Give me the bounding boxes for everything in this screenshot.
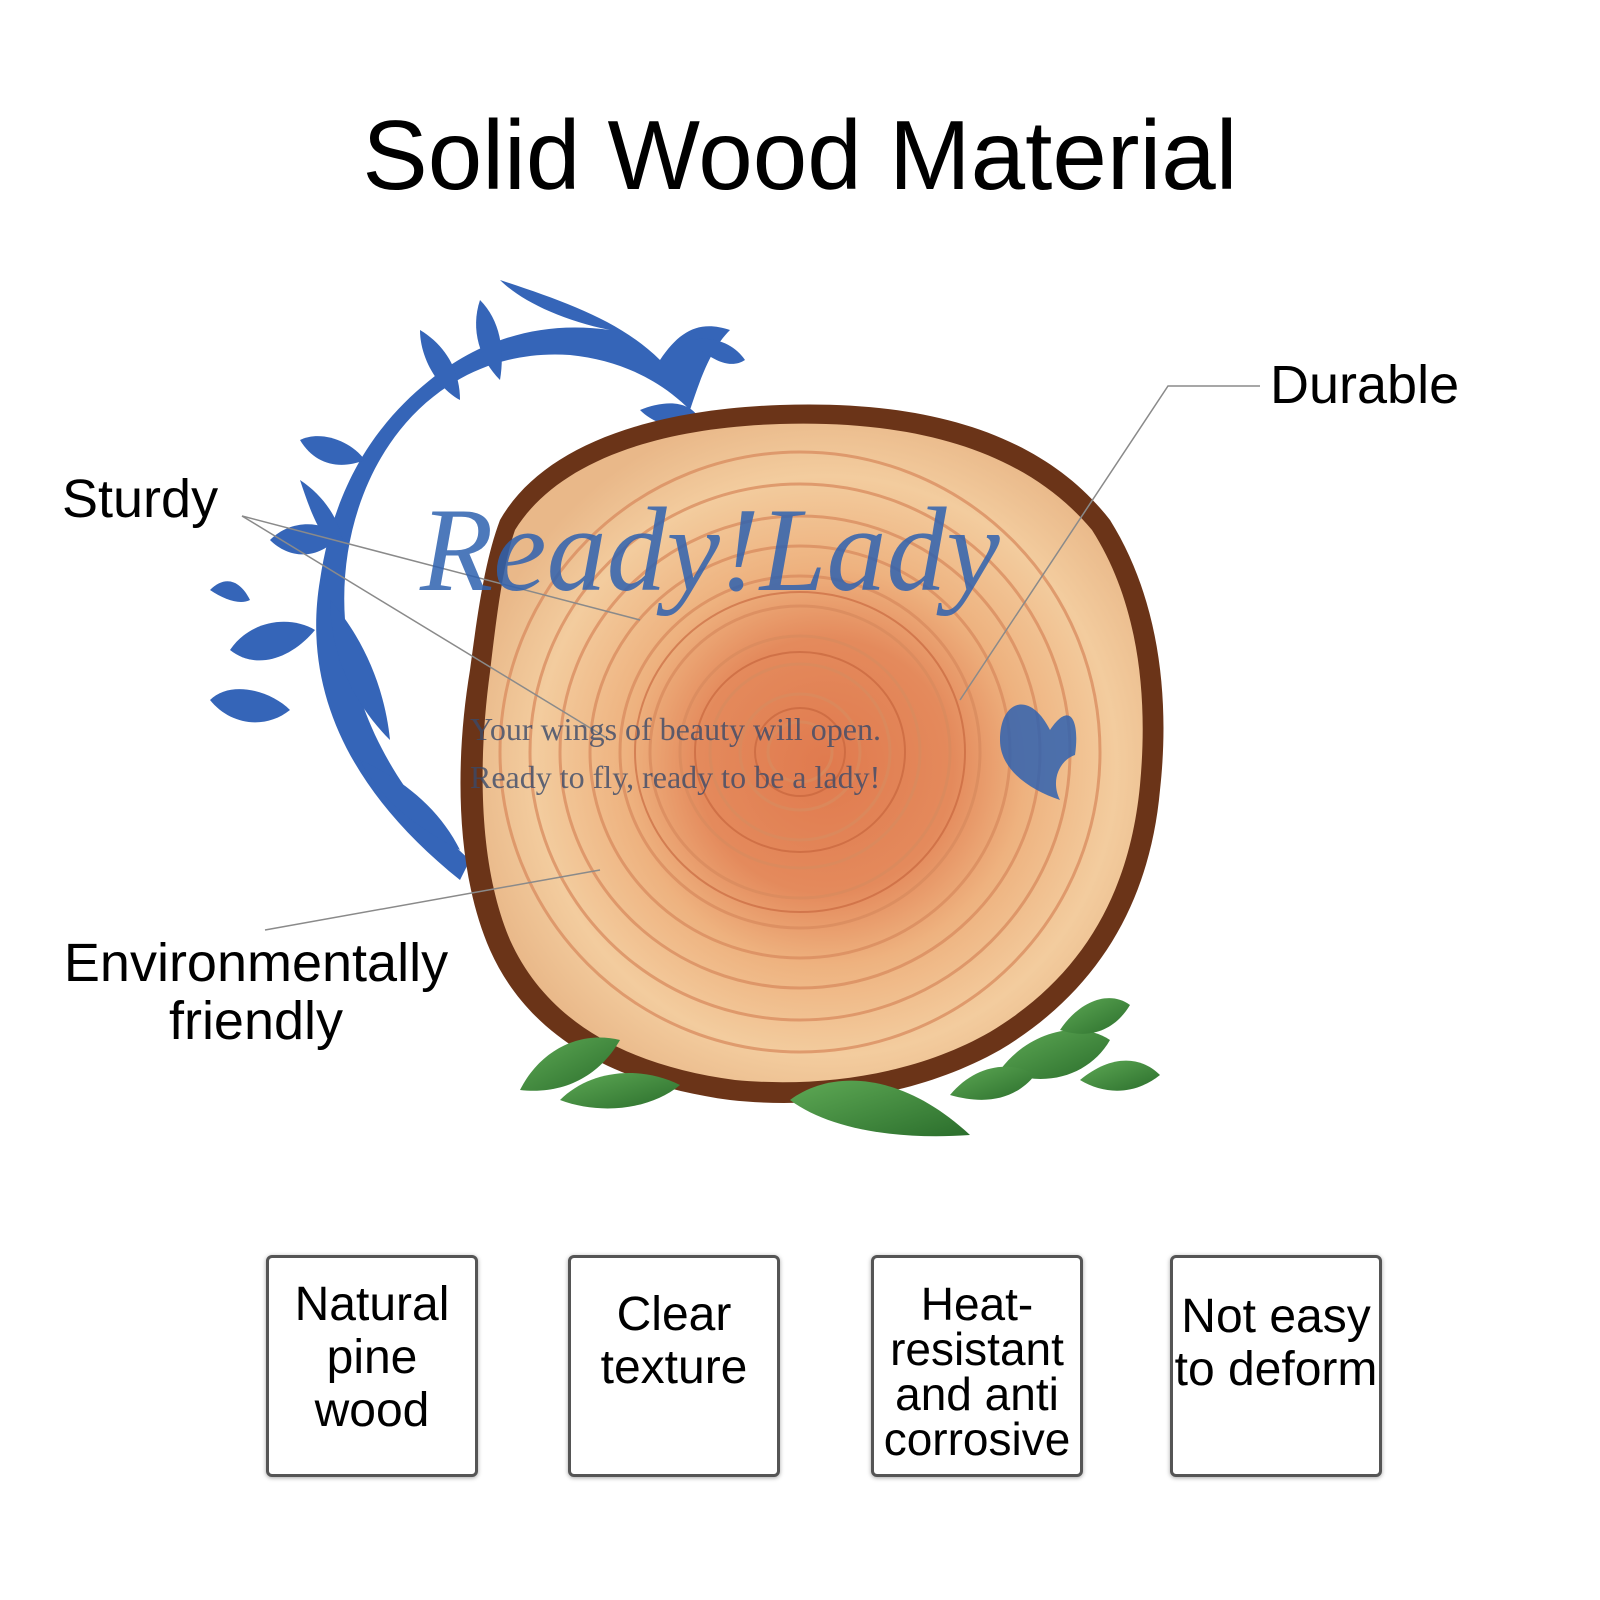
feature-line: Heat- <box>920 1278 1034 1330</box>
floral-vine-decoration <box>210 280 745 880</box>
callout-environment-line-1: Environmentally <box>63 933 449 993</box>
feature-line: texture <box>600 1341 748 1394</box>
feature-box-not-easy-to-deform: Not easy to deform <box>1170 1255 1382 1477</box>
butterfly-icon <box>1000 704 1077 800</box>
feature-line: resistant <box>890 1323 1064 1375</box>
feature-line: wood <box>314 1384 430 1437</box>
feature-line: Not easy <box>1181 1290 1371 1343</box>
brand-watermark-name: Ready!Lady <box>419 483 1001 616</box>
feature-line: Clear <box>616 1288 732 1341</box>
callout-durable: Durable <box>1270 355 1460 415</box>
feature-line: Natural <box>294 1278 450 1331</box>
feature-line: corrosive <box>883 1413 1071 1465</box>
leaves-decoration <box>520 998 1160 1137</box>
feature-line: to deform <box>1174 1343 1378 1396</box>
feature-line: and anti <box>895 1368 1059 1420</box>
environment-leader-line <box>264 869 601 931</box>
brand-watermark: Ready!Lady Your wings of beauty will ope… <box>419 483 1077 800</box>
feature-line: pine <box>326 1331 418 1384</box>
callout-lines <box>241 385 1260 931</box>
sturdy-leader-line-1 <box>241 515 641 621</box>
sturdy-leader-line-2 <box>241 515 611 741</box>
brand-watermark-tagline-2: Ready to fly, ready to be a lady! <box>470 759 880 795</box>
durable-leader-line <box>959 385 1260 701</box>
page-title: Solid Wood Material <box>362 100 1238 210</box>
brand-watermark-tagline-1: Your wings of beauty will open. <box>470 711 881 747</box>
feature-box-heat-resistant: Heat- resistant and anti corrosive <box>871 1255 1083 1477</box>
callout-environment-line-2: friendly <box>168 991 344 1051</box>
callout-sturdy: Sturdy <box>62 469 219 529</box>
feature-box-clear-texture: Clear texture <box>568 1255 780 1477</box>
callout-environmentally-friendly: Environmentally friendly <box>36 934 476 1050</box>
feature-box-natural-pine-wood: Natural pine wood <box>266 1255 478 1477</box>
